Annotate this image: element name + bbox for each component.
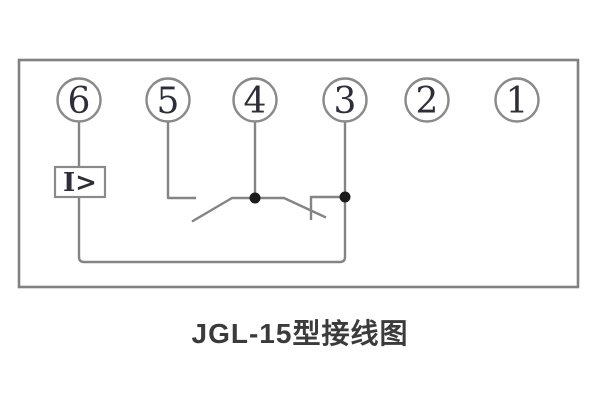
diagram-title: JGL-15型接线图 xyxy=(191,318,409,349)
terminal-6-label: 6 xyxy=(68,81,91,122)
overcurrent-element: I> xyxy=(53,165,107,199)
terminal-6-circle xyxy=(56,77,102,123)
wire-terminal5-with-contact-foot xyxy=(166,121,196,200)
terminal-5-label: 5 xyxy=(157,81,180,122)
terminal-5: 5 xyxy=(145,77,191,123)
terminal-1-circle xyxy=(494,77,540,123)
contact-nc-moving-arm xyxy=(255,196,327,219)
terminal-3-circle xyxy=(322,77,368,123)
terminal-6: 6 xyxy=(56,77,102,123)
terminal-2-label: 2 xyxy=(416,81,439,122)
terminal-3-label: 3 xyxy=(334,81,357,122)
terminal-2: 2 xyxy=(404,77,450,123)
terminal-4-circle xyxy=(232,77,278,123)
terminal-4-label: 4 xyxy=(244,81,267,122)
terminal-2-circle xyxy=(404,77,450,123)
overcurrent-element-label: I> xyxy=(63,168,97,198)
terminal-1-label: 1 xyxy=(506,81,529,122)
terminal-4: 4 xyxy=(232,77,278,123)
contact-no-moving-arm xyxy=(191,196,255,223)
contact-nc-fixed-hook xyxy=(309,195,345,220)
junction-dot-terminal3 xyxy=(339,191,351,203)
terminal-5-circle xyxy=(145,77,191,123)
terminal-1: 1 xyxy=(494,77,540,123)
diagram-outer-box xyxy=(17,58,580,289)
terminal-3: 3 xyxy=(322,77,368,123)
wire-element-bottom-loop-to-terminal3 xyxy=(77,197,347,264)
overcurrent-element-box xyxy=(53,165,107,199)
junction-dot-terminal4 xyxy=(249,192,261,204)
